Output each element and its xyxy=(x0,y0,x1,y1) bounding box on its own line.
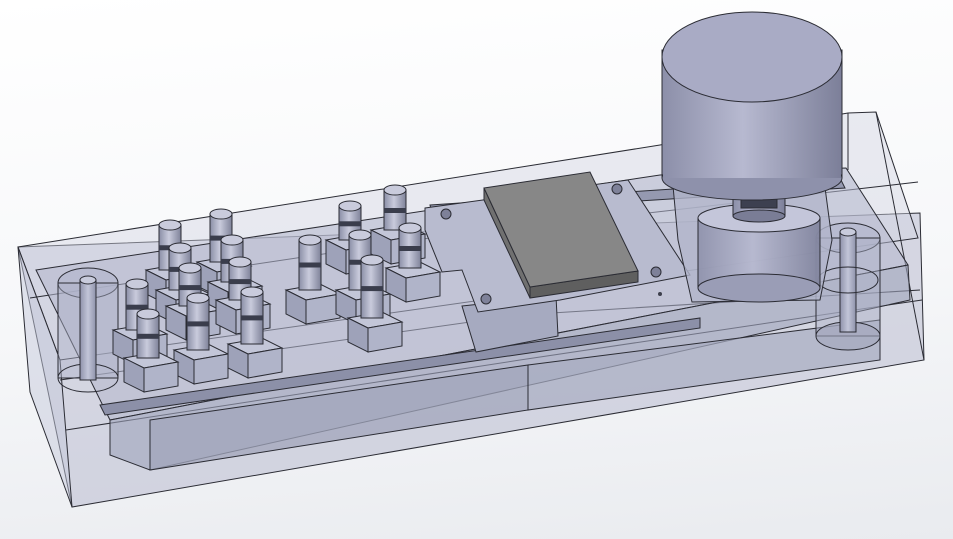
button-ring xyxy=(299,262,321,268)
button-cap xyxy=(228,256,252,268)
chip-top xyxy=(483,171,639,288)
button-ring xyxy=(210,235,232,241)
button-array-left[interactable] xyxy=(111,208,284,393)
push-button[interactable] xyxy=(122,308,180,393)
button-ring xyxy=(399,246,421,251)
post-right-pin xyxy=(839,231,857,333)
button-cap xyxy=(220,234,244,246)
post-left-pin-top xyxy=(79,275,97,285)
pcb-mount-hole xyxy=(611,183,623,195)
button-cap xyxy=(348,229,372,241)
shaft-bottom xyxy=(732,209,786,223)
button-ring xyxy=(349,259,371,265)
push-button[interactable] xyxy=(346,254,404,353)
housing-edge xyxy=(875,111,925,361)
pcb-mount-hole xyxy=(440,208,452,220)
button-ring xyxy=(187,321,209,327)
motor-top xyxy=(661,11,843,103)
button-base-front xyxy=(193,353,229,385)
sensor-chip[interactable] xyxy=(483,171,639,299)
button-base-front xyxy=(305,293,341,325)
button-cap xyxy=(168,242,192,254)
button-ring xyxy=(179,285,201,291)
motor-coupling[interactable] xyxy=(671,164,833,303)
button-cap xyxy=(178,262,202,274)
button-cap xyxy=(186,292,210,304)
button-base-front xyxy=(367,321,403,353)
button-cap xyxy=(298,234,322,246)
button-cap xyxy=(136,308,160,320)
button-cap xyxy=(240,286,264,298)
motor-housing-lower-bottom xyxy=(697,273,821,303)
button-base-front xyxy=(405,271,441,303)
post-left-pin xyxy=(79,279,97,381)
button-cap xyxy=(125,278,149,290)
pcb-via xyxy=(658,292,662,296)
button-ring xyxy=(126,304,148,310)
post-right-pin-top xyxy=(839,227,857,237)
button-cap xyxy=(383,184,407,196)
push-button[interactable] xyxy=(172,292,230,385)
push-button[interactable] xyxy=(226,286,284,379)
push-button[interactable] xyxy=(384,222,442,303)
button-cap xyxy=(158,219,182,231)
button-ring xyxy=(137,333,159,339)
button-ring xyxy=(229,279,251,285)
button-base-front xyxy=(143,361,179,393)
mount-post-right[interactable] xyxy=(815,222,881,351)
button-cap xyxy=(338,200,362,212)
button-ring xyxy=(339,221,361,227)
button-ring xyxy=(384,208,406,213)
button-cap xyxy=(209,208,233,220)
button-cap xyxy=(360,254,384,266)
button-ring xyxy=(361,286,383,292)
motor-cylinder[interactable] xyxy=(661,11,843,201)
housing-front-face xyxy=(17,246,73,508)
button-array-middle[interactable] xyxy=(284,184,442,353)
push-button[interactable] xyxy=(284,234,342,325)
button-ring xyxy=(241,315,263,321)
mount-post-left[interactable] xyxy=(57,267,119,393)
base-block-right xyxy=(527,319,881,411)
pcb-mount-hole xyxy=(480,293,492,305)
button-cap xyxy=(398,222,422,234)
pcb-mount-hole xyxy=(650,266,662,278)
button-base-front xyxy=(247,347,283,379)
